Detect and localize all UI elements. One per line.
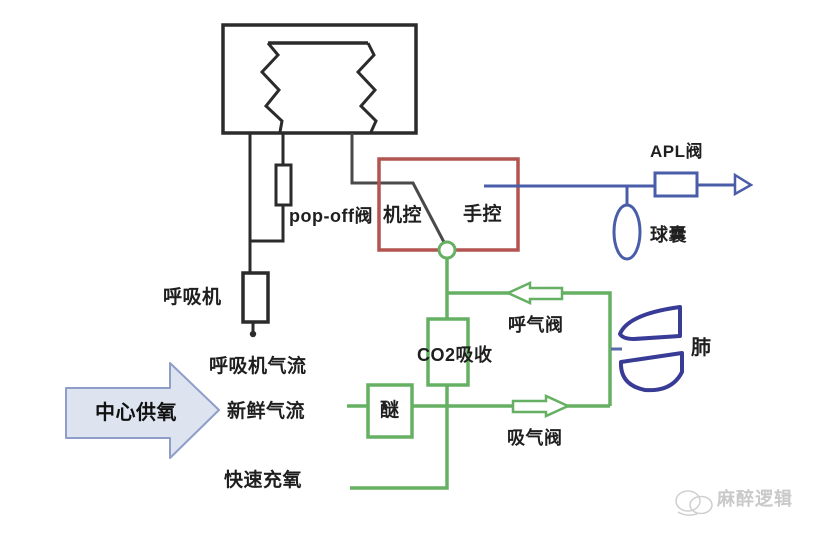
selector-pivot-node [437, 240, 457, 260]
ventilator-flow-label: 呼吸机气流 [209, 356, 307, 377]
expiratory-valve-label: 呼气阀 [508, 315, 564, 335]
reservoir-bag-label: 球囊 [650, 225, 687, 245]
vaporizer-box [366, 383, 414, 439]
bellows-left-spring-icon [259, 42, 284, 133]
pop-off-valve [274, 163, 293, 207]
machine-control-switch-lever [350, 133, 448, 247]
apl-valve-box [653, 171, 699, 198]
central-o2-arrow-icon [65, 362, 220, 459]
inspiratory-valve-label: 吸气阀 [507, 428, 563, 448]
reservoir-bag-shape [612, 203, 642, 261]
machine-control-label: 机控 [383, 205, 423, 226]
lung-lower-lobe-icon [618, 351, 684, 393]
bellows-housing [221, 23, 418, 135]
apl-valve-label: APL阀 [650, 142, 703, 161]
circle-circuit [347, 240, 612, 490]
ventilator-label: 呼吸机 [163, 287, 222, 308]
manual-control-label: 手控 [463, 204, 503, 225]
ventilator-branch [241, 133, 448, 338]
vaporizer-label: 醚 [380, 400, 400, 421]
pop-off-valve-label: pop-off阀 [289, 206, 373, 226]
ventilator-flow-tip [249, 330, 257, 338]
central-o2-supply-label: 中心供氧 [95, 402, 177, 424]
patient-lungs [611, 305, 684, 393]
scavenge-arrow-icon [733, 172, 754, 197]
bellows-right-spring-icon [355, 42, 378, 133]
expiratory-limb-line [447, 291, 612, 406]
fresh-gas-flow-label: 新鲜气流 [227, 401, 306, 422]
manual-limb [484, 171, 754, 261]
watermark-text: 麻醉逻辑 [717, 489, 793, 509]
co2-absorber-box [426, 317, 470, 387]
lung-label: 肺 [691, 337, 712, 359]
expiratory-valve-arrow-icon [504, 281, 564, 305]
ventilator-box [241, 271, 270, 324]
lung-upper-lobe-icon [618, 305, 682, 341]
watermark-logo-icon [675, 490, 713, 516]
inspiratory-valve-arrow-icon [511, 394, 572, 418]
bellows-unit [221, 23, 418, 135]
o2-flush-label: 快速充氧 [224, 470, 303, 491]
co2-absorber-label: CO2吸收 [417, 345, 493, 365]
